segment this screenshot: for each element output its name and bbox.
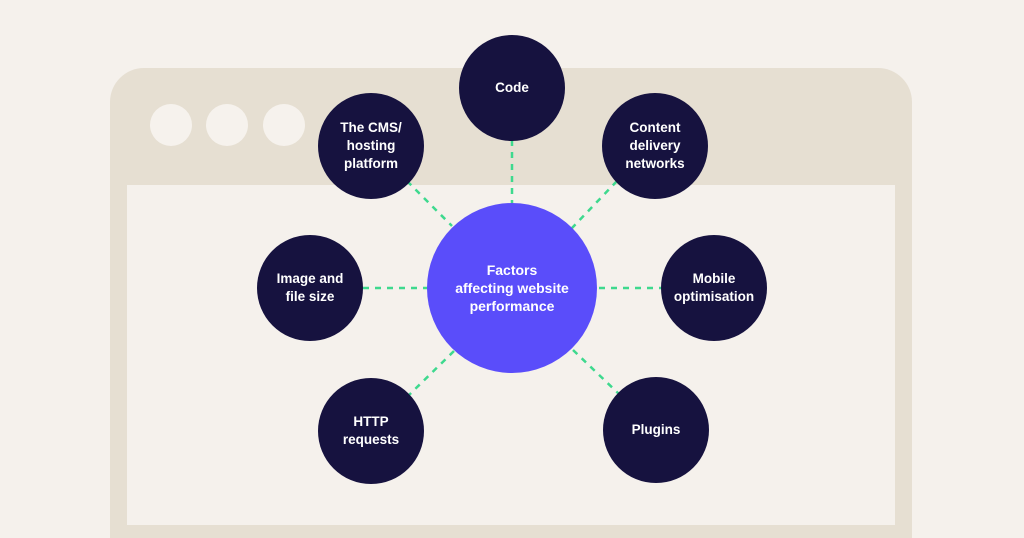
node-http-label: HTTP requests xyxy=(342,414,400,447)
node-mobile-optimisation: Mobile optimisation xyxy=(661,235,767,341)
node-cms-hosting-platform: The CMS/ hosting platform xyxy=(318,93,424,199)
node-plugins-label: Plugins xyxy=(631,422,681,437)
node-plugins: Plugins xyxy=(603,377,709,483)
connector-cdn xyxy=(571,180,618,229)
node-image-label: Image and file size xyxy=(276,271,344,304)
node-code: Code xyxy=(459,35,565,141)
connector-http xyxy=(407,350,455,397)
window-dot-2 xyxy=(206,104,248,146)
node-mobile-label: Mobile optimisation xyxy=(673,271,755,304)
node-image-file-size: Image and file size xyxy=(257,235,363,341)
node-cdn-label: Content delivery networks xyxy=(625,120,685,171)
connector-plugins xyxy=(572,349,620,395)
center-node-factors: Factors affecting website performance xyxy=(427,203,597,373)
connector-cms xyxy=(406,180,453,227)
node-cms-label: The CMS/ hosting platform xyxy=(340,120,402,171)
window-dot-1 xyxy=(150,104,192,146)
node-code-label: Code xyxy=(495,80,529,95)
window-dot-3 xyxy=(263,104,305,146)
node-content-delivery-networks: Content delivery networks xyxy=(602,93,708,199)
node-http-requests: HTTP requests xyxy=(318,378,424,484)
center-node-label: Factors affecting website performance xyxy=(455,262,569,314)
connector-lines xyxy=(363,140,661,397)
